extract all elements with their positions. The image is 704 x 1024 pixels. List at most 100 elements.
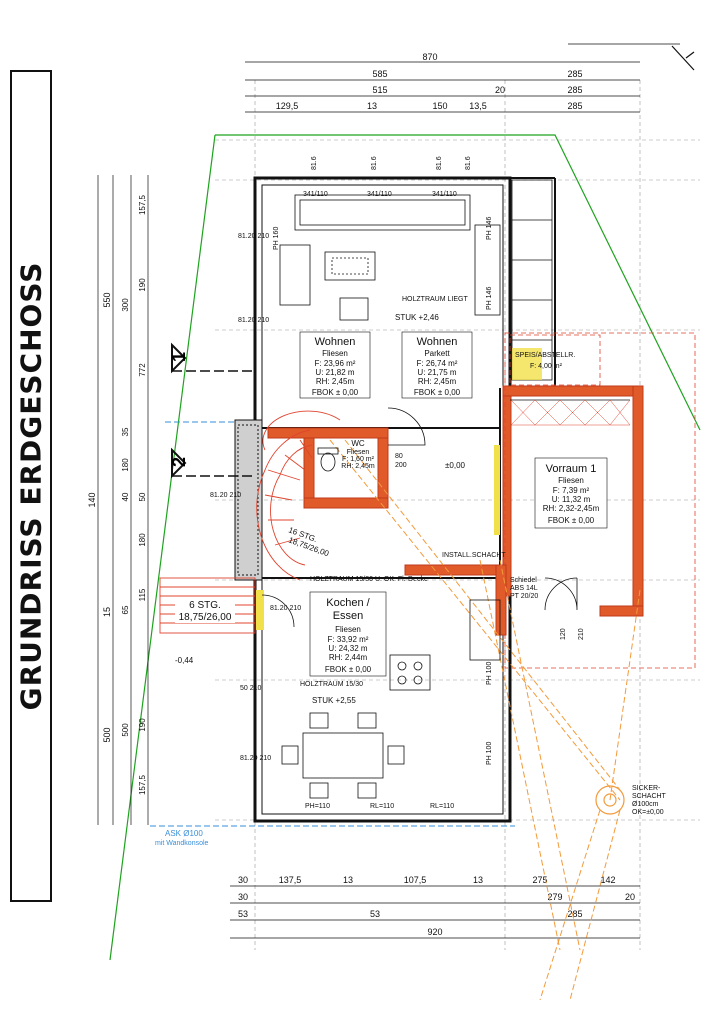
window-left-1: 81.20 210 [238,233,269,240]
dim-top-total: 870 [422,52,437,62]
dim-left-500b: 500 [121,723,130,737]
dim-bot-1375: 137,5 [279,875,302,885]
kochen-name-2: Essen [333,610,364,622]
dining-furniture [281,712,405,799]
dim-left-40: 40 [121,492,130,501]
holztraum-1530: HOLZTRAUM 15/30 [300,681,363,688]
kochen-rh: RH: 2,44m [329,653,368,662]
dim-left-190a: 190 [138,278,147,292]
dim-bot-1075: 107,5 [404,875,427,885]
dim-left-500: 500 [102,727,112,742]
wc-area: F: 1,60 m² [342,456,375,463]
rl110b-label: RL=110 [430,803,454,810]
room-wohnen-2: Wohnen Parkett F: 26,74 m² U: 21,75 m RH… [401,331,473,399]
vorraum-rh: RH: 2,32-2,45m [543,504,600,513]
dim-bot-53b: 53 [370,909,380,919]
dim-bot-20: 20 [625,892,635,902]
dim-left-50: 50 [138,492,147,501]
window-ph160: PH 160 [273,227,280,250]
section-marker-2 [171,447,255,479]
section-marker-2-label: 2 [169,457,189,467]
dim-top-285b: 285 [567,85,582,95]
kochen-u: U: 24,32 m [328,644,367,653]
wohnen2-area: F: 26,74 m² [417,359,458,368]
level-zero: ±0,00 [445,461,466,470]
dim-bot-53a: 53 [238,909,248,919]
wohnen1-fbok: FBOK ± 0,00 [312,388,359,397]
window-left-5: 50 210 [240,685,262,692]
wohnen1-floor: Fliesen [322,349,348,358]
win-mark-4: 81.6 [465,156,472,170]
stair6-dims: 18,75/26,00 [179,612,232,623]
room-kochen: Kochen / Essen Fliesen F: 33,92 m² U: 24… [309,591,387,677]
wohnen1-area: F: 23,96 m² [315,359,356,368]
window-left-3: 81.20 210 [210,492,241,499]
dim-top-150: 150 [432,101,447,111]
dim-bot-total: 920 [427,927,442,937]
door-v1-w: 120 [560,628,567,640]
sicker-label-1: SICKER- [632,785,661,792]
kochen-name-1: Kochen / [326,597,370,609]
window-right-2: PH 146 [486,287,493,310]
dim-left-1575b: 157,5 [138,774,147,795]
dim-bot-142: 142 [600,875,615,885]
drain-lines [329,439,641,1001]
top-window-marks: 81.6 81.6 81.6 81.6 [311,156,472,170]
speis-red-outline [509,334,601,386]
wohnen2-u: U: 21,75 m [417,368,456,377]
section-marker-1-label: 1 [169,352,189,362]
window-left-4: 81.20 210 [270,605,301,612]
dim-top-13a: 13 [367,101,377,111]
sicker-label-3: Ø100cm [632,801,659,808]
dim-top-20: 20 [495,85,505,95]
window-top-3: 341/110 [432,191,457,198]
window-top-2: 341/110 [367,191,392,198]
sicker-label-4: OK=±0,00 [632,809,664,816]
dim-left-300: 300 [121,298,130,312]
dim-top-585: 585 [372,69,387,79]
wohnen1-rh: RH: 2,45m [316,377,355,386]
wc-rh: RH: 2,45m [341,463,375,470]
window-right-3: PH 100 [486,662,493,685]
stair6-label: 6 STG. [189,600,221,611]
stuk-2: STUK +2,55 [312,696,356,705]
living-furniture [279,194,501,321]
dim-bot-30a: 30 [238,875,248,885]
dim-top-285c: 285 [567,101,582,111]
schiedel: Schiedel [510,577,537,584]
ph110-label: PH=110 [305,803,330,810]
window-left-6: 81.20 210 [240,755,271,762]
dim-left-190b: 190 [138,718,147,732]
room-vorraum: Vorraum 1 Fliesen F: 7,39 m² U: 11,32 m … [534,457,608,529]
dim-left-180b: 180 [138,533,147,547]
speis-highlight [512,348,542,380]
kochen-area: F: 33,92 m² [328,635,369,644]
schiedel-abs: ABS 14L [510,585,538,592]
dim-left-15: 15 [102,607,112,617]
dim-bot-13b: 13 [473,875,483,885]
wc-name: WC [351,439,365,448]
door-v1-h: 210 [578,628,585,640]
dim-left-65: 65 [121,605,130,614]
wohnen1-name: Wohnen [315,336,356,348]
window-right-4: PH 100 [486,742,493,765]
doors [261,407,578,628]
room-wohnen-1: Wohnen Fliesen F: 23,96 m² U: 21,82 m RH… [299,331,371,399]
wc-fixture [317,447,339,472]
kochen-fbok: FBOK ± 0,00 [325,665,372,674]
property-line [109,134,701,961]
dim-top-1295: 129,5 [276,101,299,111]
dim-left-35: 35 [121,427,130,436]
vorraum-floor: Fliesen [558,476,584,485]
room-wc: WC Fliesen F: 1,60 m² RH: 2,45m [341,439,375,470]
dim-bot-30b: 30 [238,892,248,902]
dim-left-180a: 180 [121,458,130,472]
wc-brick-walls [267,427,507,636]
win-mark-3: 81.6 [436,156,443,170]
install-schacht: INSTALL.SCHACHT [442,552,506,559]
dim-left-550: 550 [102,292,112,307]
window-left-2: 81.20 210 [238,317,269,324]
holztraum-liegt: HOLZTRAUM LIEGT [402,296,468,303]
dim-left-140: 140 [87,492,97,507]
wohnen1-u: U: 21,82 m [315,368,354,377]
